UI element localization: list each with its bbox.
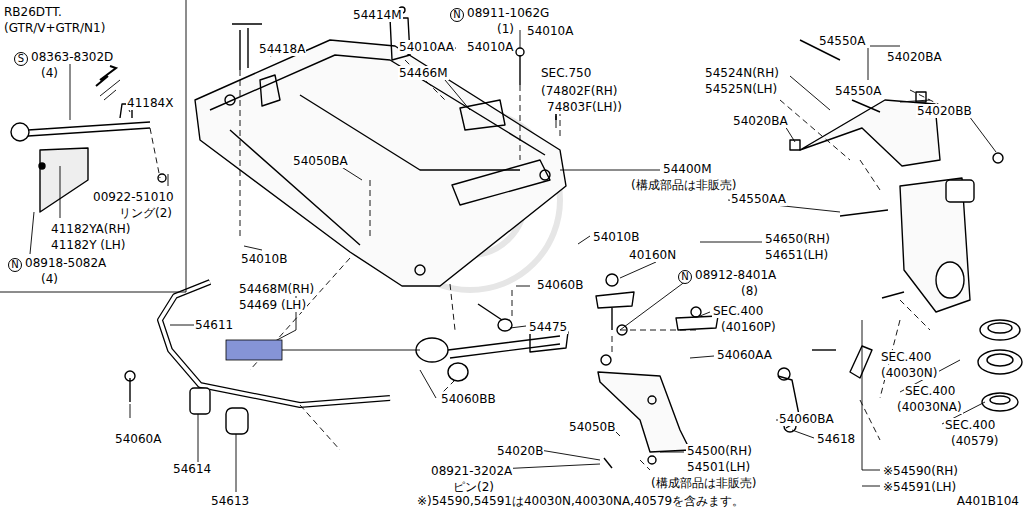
callout-number: 54010B — [592, 230, 640, 244]
callout-number: (4) — [40, 272, 59, 286]
callout-number: 54524N(RH) — [704, 66, 780, 80]
callout-number: 54525N(LH) — [704, 82, 778, 96]
callout-number: 54010B — [240, 252, 288, 266]
callout-number: 54418A — [258, 42, 306, 56]
callout-number: (40030N) — [880, 366, 939, 380]
callout-number: SEC.750 — [540, 66, 592, 80]
callout-number: 54550AA — [730, 192, 787, 206]
callout-number: 54469 (LH) — [238, 298, 307, 312]
callout-number: ※54591(LH) — [882, 480, 957, 494]
callout-number: 54550A — [818, 34, 866, 48]
callout-number: SEC.400 — [880, 350, 932, 364]
callout-number: 54060B — [536, 278, 584, 292]
callout-number: 54010A — [526, 24, 574, 38]
callout-number: 54400M — [662, 162, 713, 176]
callout-number: 54466M — [398, 66, 449, 80]
callout-number: (40030NA) — [896, 400, 963, 414]
callout-number: 54613 — [210, 494, 250, 508]
circle-mark: N — [8, 258, 22, 272]
callout-number: 54020BB — [916, 104, 973, 118]
callout-number: 54020B — [496, 444, 544, 458]
callout-number: 08363-8302D — [30, 50, 114, 64]
callout-number: リング(2) — [118, 206, 173, 220]
callout-number: 74803F(LH)) — [546, 100, 623, 114]
callout-number: 54020BA — [732, 114, 789, 128]
callout-number: (1) — [496, 22, 515, 36]
callout-number: (40160P) — [720, 320, 777, 334]
callout-number: 54010A — [466, 40, 514, 54]
callout-number: 54651(LH) — [764, 248, 829, 262]
inset-heading: RB26DTT. (GTR/V+GTR/N1) — [4, 4, 134, 36]
callout-number: 00922-51010 — [92, 190, 175, 204]
callout-number: (構成部品は非販売) — [630, 178, 737, 192]
callout-number: 54500(RH) — [686, 444, 753, 458]
circle-mark: S — [14, 52, 28, 66]
callout-number: 54010AA — [398, 40, 455, 54]
callout-number: 54501(LH) — [686, 460, 751, 474]
callout-number: 54060BB — [440, 392, 497, 406]
callout-number: 54614 — [172, 462, 212, 476]
callout-number: 08912-8401A — [694, 268, 777, 282]
callout-number: (4) — [40, 66, 59, 80]
circle-mark: N — [678, 270, 692, 284]
callout-number: 41182YA(RH) — [50, 222, 132, 236]
callout-number: 41184X — [126, 96, 174, 110]
callout-number: (74802F(RH) — [540, 84, 618, 98]
callout-number: 08921-3202A — [430, 464, 513, 478]
callout-number: 54060BA — [778, 412, 835, 426]
callout-number: 54611 — [194, 318, 234, 332]
callout-number: SEC.400 — [944, 418, 996, 432]
callout-number: 08918-5082A — [24, 256, 107, 270]
circle-mark: N — [450, 8, 464, 22]
callout-number: 54414M — [352, 8, 403, 22]
callout-number: 54475 — [528, 320, 568, 334]
callout-number: 54050B — [568, 420, 616, 434]
callout-number: 54618 — [816, 432, 856, 446]
callout-number: 54060A — [114, 432, 162, 446]
callout-number: SEC.400 — [904, 384, 956, 398]
callout-number: A401B104 — [956, 494, 1020, 508]
callout-number: SEC.400 — [712, 304, 764, 318]
callout-number: 54650(RH) — [764, 232, 831, 246]
callout-number: 54468M(RH) — [238, 282, 315, 296]
callout-number: 41182Y (LH) — [50, 238, 126, 252]
callout-number: 08911-1062G — [466, 6, 550, 20]
callout-number: (8) — [740, 284, 759, 298]
highlight-part — [226, 340, 282, 360]
callout-number: ピン(2) — [452, 480, 495, 494]
callout-number: 54020BA — [886, 50, 943, 64]
callout-number: 54060AA — [716, 348, 773, 362]
callout-number: ※54590(RH) — [882, 464, 959, 478]
callout-number: ※)54590,54591は40030N,40030NA,40579を含みます。 — [416, 494, 745, 508]
callout-number: (40579) — [950, 434, 1000, 448]
callout-number: 54550A — [834, 84, 882, 98]
callout-number: (構成部品は非販売) — [650, 476, 757, 490]
callout-number: 40160N — [628, 248, 677, 262]
callout-number: 54050BA — [292, 154, 349, 168]
